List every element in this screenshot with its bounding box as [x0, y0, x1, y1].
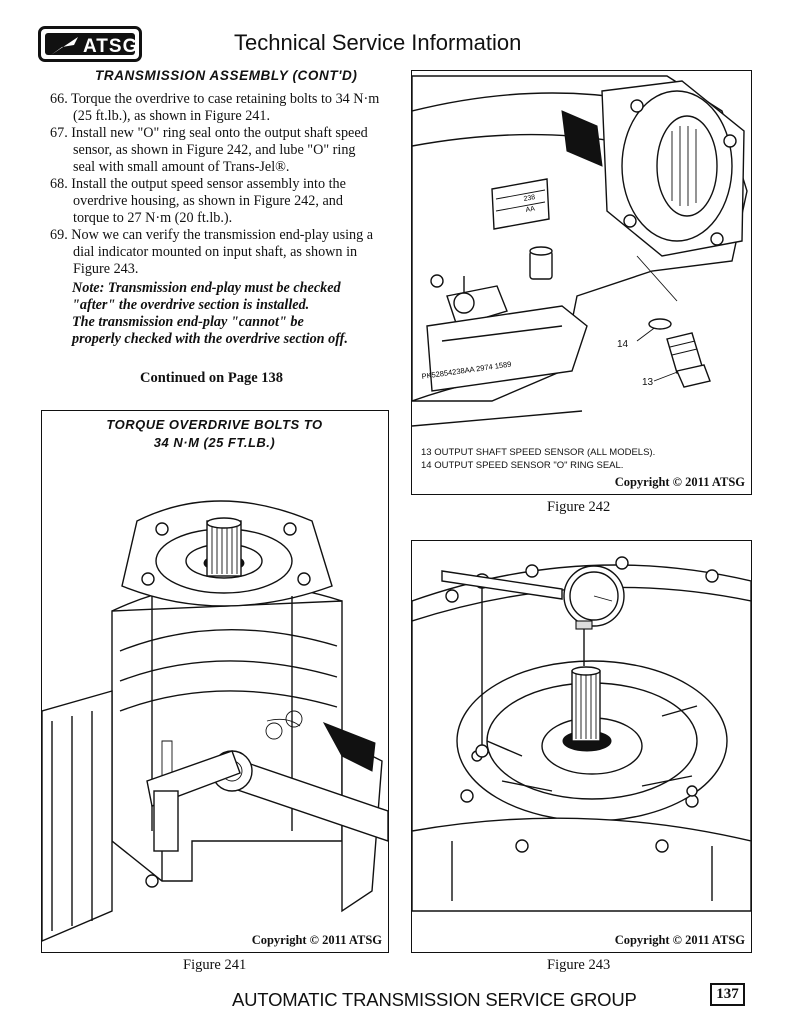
figure-242: 238 AA PK52854238AA 2974 1589 14 13 13 O…: [411, 70, 752, 495]
footer-text: AUTOMATIC TRANSMISSION SERVICE GROUP: [232, 989, 637, 1010]
figure-241-title-line2: 34 N·M (25 FT.LB.): [153, 435, 276, 450]
callout-14: 14: [617, 339, 629, 350]
logo-badge: ATSG: [45, 33, 139, 57]
logo-swoosh-icon: [51, 37, 78, 55]
page-number: 137: [710, 983, 745, 1006]
procedure-steps: 66. Torque the overdrive to case retaini…: [50, 91, 380, 278]
figure-241: TORQUE OVERDRIVE BOLTS TO 34 N·M (25 FT.…: [41, 410, 389, 953]
end-play-dial-indicator-illustration: [412, 556, 751, 912]
figure-243: Copyright © 2011 ATSG: [411, 540, 752, 953]
note-line: Note: Transmission end-play must be chec…: [72, 280, 341, 296]
figure-242-legend: 13 OUTPUT SHAFT SPEED SENSOR (ALL MODELS…: [421, 447, 655, 472]
output-speed-sensor-illustration: 238 AA PK52854238AA 2974 1589: [412, 75, 748, 427]
step-68: 68. Install the output speed sensor asse…: [50, 176, 346, 226]
step-69: 69. Now we can verify the transmission e…: [50, 227, 374, 277]
figure-241-title-line1: TORQUE OVERDRIVE BOLTS TO: [106, 417, 323, 432]
figure-241-caption: Figure 241: [183, 957, 247, 973]
figure-241-copyright: Copyright © 2011 ATSG: [251, 933, 382, 947]
figure-242-caption: Figure 242: [547, 499, 611, 515]
note: Note: Transmission end-play must be chec…: [72, 280, 392, 348]
step-67: 67. Install new "O" ring seal onto the o…: [50, 125, 368, 175]
figure-241-title: TORQUE OVERDRIVE BOLTS TO 34 N·M (25 FT.…: [42, 416, 387, 452]
note-line: properly checked with the overdrive sect…: [72, 331, 348, 347]
callout-13: 13: [642, 377, 654, 388]
atsg-logo: ATSG: [38, 26, 142, 62]
section-title: TRANSMISSION ASSEMBLY (CONT'D): [95, 68, 358, 83]
label-aa: AA: [525, 205, 536, 214]
figure-243-caption: Figure 243: [547, 957, 611, 973]
step-66: 66. Torque the overdrive to case retaini…: [50, 91, 380, 124]
continued-note: Continued on Page 138: [140, 370, 284, 386]
page-title: Technical Service Information: [234, 30, 522, 55]
note-line: The transmission end-play "cannot" be: [72, 314, 304, 330]
legend-item-14: 14 OUTPUT SPEED SENSOR "O" RING SEAL.: [421, 459, 624, 471]
legend-item-13: 13 OUTPUT SHAFT SPEED SENSOR (ALL MODELS…: [421, 447, 656, 458]
figure-243-copyright: Copyright © 2011 ATSG: [614, 933, 745, 947]
note-line: "after" the overdrive section is install…: [72, 297, 310, 313]
logo-text: ATSG: [83, 36, 139, 57]
overdrive-torque-illustration: [42, 500, 388, 942]
label-238: 238: [523, 194, 536, 203]
figure-242-copyright: Copyright © 2011 ATSG: [614, 475, 745, 489]
